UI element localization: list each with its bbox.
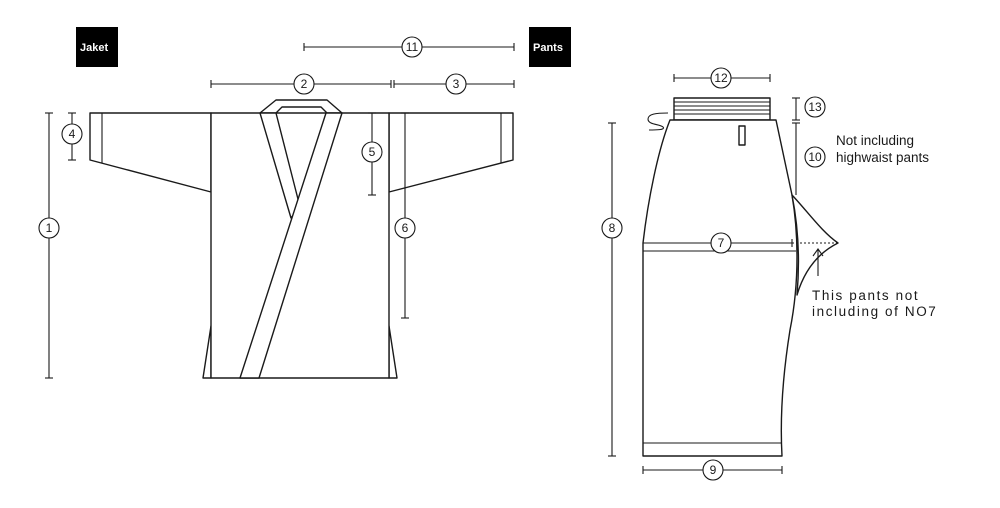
measure-6: 6 [394,217,416,239]
measure-12: 12 [710,67,732,89]
svg-text:13: 13 [808,100,822,114]
svg-text:10: 10 [808,150,822,164]
measure-7: 7 [710,232,732,254]
jacket-right-lapel [239,112,343,379]
svg-text:5: 5 [369,145,376,159]
measure-5: 5 [361,141,383,163]
svg-text:2: 2 [301,77,308,91]
svg-text:9: 9 [710,463,717,477]
svg-text:1: 1 [46,221,53,235]
measure-9: 9 [702,459,724,481]
jacket-left-slit [202,325,212,379]
measure-4: 4 [61,123,83,145]
highwaist-note-line1: Not including [836,133,914,148]
svg-text:4: 4 [69,127,76,141]
pants-gusset [791,194,839,296]
svg-text:7: 7 [718,236,725,250]
pants-drawing [642,97,839,457]
pants-badge: Pants [529,27,571,67]
jacket-left-sleeve [89,112,212,193]
svg-text:3: 3 [453,77,460,91]
measure-13: 13 [804,96,826,118]
jacket-right-slit [388,325,398,379]
jacket-badge: Jaket [76,27,118,67]
jacket-label: Jaket [80,42,108,54]
svg-text:11: 11 [406,40,419,54]
svg-text:12: 12 [714,71,728,85]
pants-tag [738,125,746,146]
no7-note-line1: This pants not [812,288,919,303]
no7-note-line2: including of NO7 [812,304,937,319]
jacket-back-collar [259,99,343,114]
pants-highwaist-band [673,97,771,121]
jacket-right-sleeve [388,112,514,193]
measure-10: 10 [804,146,826,168]
pants-body [642,119,798,457]
pants-drawstring [647,112,669,131]
measure-2: 2 [293,73,315,95]
measure-3: 3 [445,73,467,95]
measure-1: 1 [38,217,60,239]
measure-8: 8 [601,217,623,239]
svg-text:6: 6 [402,221,409,235]
svg-text:8: 8 [609,221,616,235]
jacket-drawing [89,99,514,379]
pants-label: Pants [533,42,563,54]
highwaist-note-line2: highwaist pants [836,150,929,165]
measure-11: 11 [401,36,423,58]
